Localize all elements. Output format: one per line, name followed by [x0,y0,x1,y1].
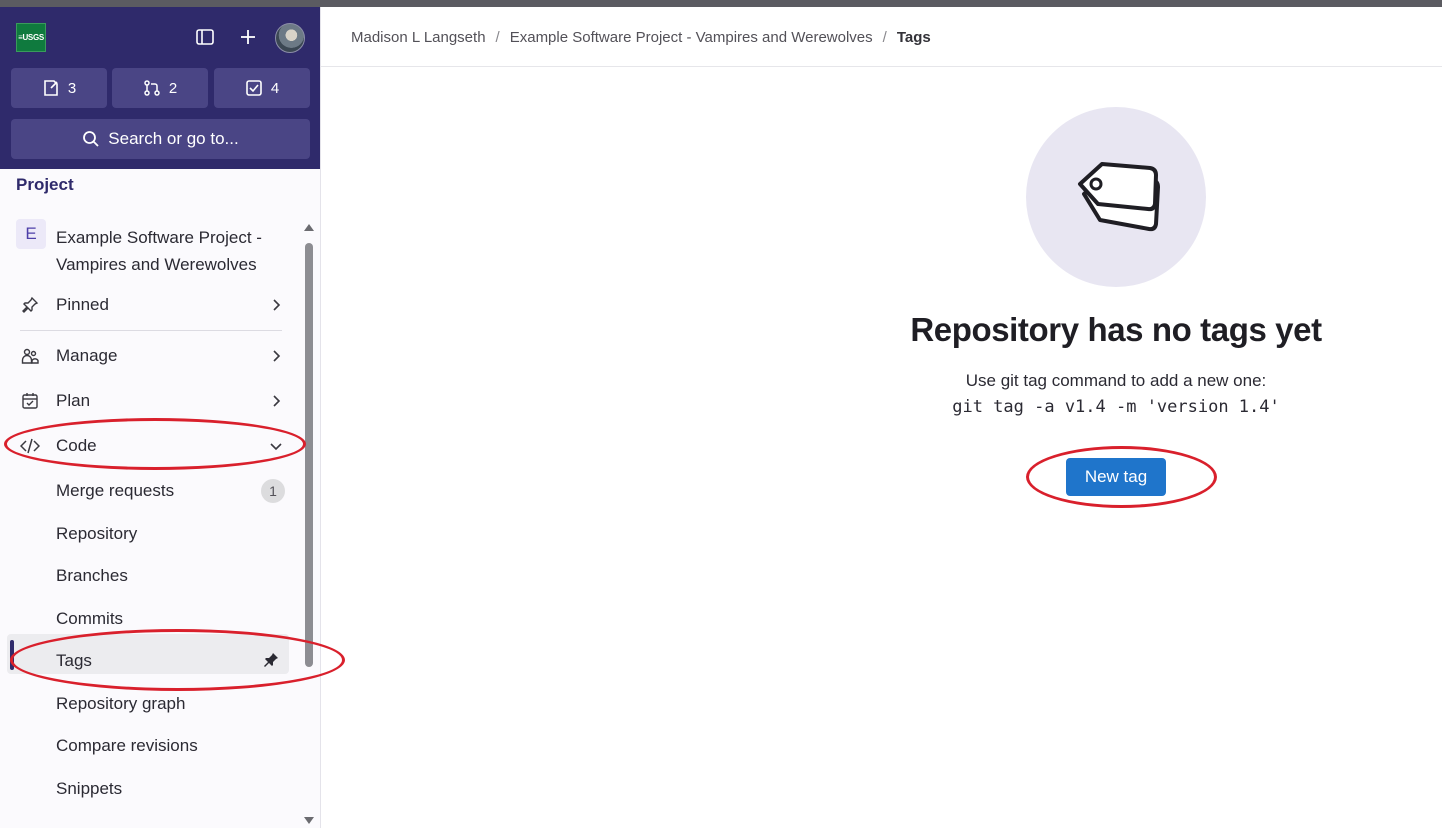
header-divider [321,66,1442,67]
sidebar-item-label: Pinned [56,295,109,314]
project-avatar[interactable]: E [16,219,46,249]
search-icon [83,131,99,147]
scrollbar-thumb[interactable] [305,243,313,667]
sidebar-divider [20,330,282,331]
scroll-down-arrow-icon[interactable] [304,817,314,825]
merge-requests-count-badge: 1 [261,479,285,503]
sidebar-subitem-branches[interactable]: Branches [56,566,128,585]
breadcrumb-separator: / [495,29,500,46]
calendar-icon [20,391,40,411]
sidebar-item-label: Manage [56,346,118,365]
sidebar-item-pinned[interactable]: Pinned [14,286,290,324]
sidebar-subitem-repository-graph[interactable]: Repository graph [56,694,186,713]
sidebar-item-manage[interactable]: Manage [14,337,290,375]
window-top-strip [0,0,1442,7]
pin-icon [20,295,40,315]
merge-request-icon [144,80,160,96]
empty-state-description: Use git tag command to add a new one: [965,371,1267,390]
sidebar-subitem-commits[interactable]: Commits [56,609,124,628]
empty-state-command: git tag -a v1.4 -m 'version 1.4' [952,397,1280,417]
annotation-ellipse-new-tag [1026,446,1217,508]
todos-count: 4 [270,79,280,97]
sidebar-subitem-repository[interactable]: Repository [56,524,138,543]
sidebar-subitem-compare-revisions[interactable]: Compare revisions [56,736,198,755]
annotation-ellipse-code [4,418,306,470]
sidebar-subitem-merge-requests[interactable]: Merge requests [56,481,175,500]
project-name-link[interactable]: Example Software Project - Vampires and … [56,228,262,274]
issues-icon [44,80,58,96]
breadcrumb-user-link[interactable]: Madison L Langseth [351,29,486,46]
issues-counter-button[interactable]: 3 [11,68,107,108]
chevron-right-icon [273,299,281,311]
annotation-ellipse-tags [10,629,345,691]
chevron-right-icon [273,395,281,407]
breadcrumb-current[interactable]: Tags [896,29,931,46]
breadcrumb: Madison L Langseth / Example Software Pr… [351,29,931,46]
usgs-logo[interactable]: ≡USGS [16,23,46,52]
tag-icon [1078,162,1160,232]
users-icon [20,346,40,366]
sidebar: ≡USGS 3 2 4 Search or go to... Project E… [0,7,321,828]
breadcrumb-separator: / [882,29,887,46]
sidebar-item-plan[interactable]: Plan [14,382,290,420]
toggle-sidebar-icon[interactable] [193,25,217,49]
sidebar-scrollbar[interactable] [303,223,315,824]
todos-counter-button[interactable]: 4 [214,68,310,108]
new-tag-button[interactable]: New tag [1066,458,1166,496]
todo-icon [246,80,262,96]
merge-requests-counter-button[interactable]: 2 [112,68,208,108]
empty-state-title: Repository has no tags yet [910,311,1322,348]
sidebar-header: ≡USGS 3 2 4 Search or go to... [0,7,320,169]
sidebar-section-title: Project [16,175,74,194]
chevron-right-icon [273,350,281,362]
issues-count: 3 [67,79,77,97]
sidebar-subitem-snippets[interactable]: Snippets [56,779,123,798]
sidebar-item-label: Plan [56,391,91,410]
empty-state-illustration [1026,107,1206,287]
merge-requests-count: 2 [168,79,178,97]
search-label: Search or go to... [108,129,239,148]
avatar[interactable] [275,23,305,53]
search-button[interactable]: Search or go to... [11,119,310,159]
breadcrumb-project-link[interactable]: Example Software Project - Vampires and … [509,29,873,46]
scroll-up-arrow-icon[interactable] [304,223,314,231]
plus-icon[interactable] [236,25,260,49]
